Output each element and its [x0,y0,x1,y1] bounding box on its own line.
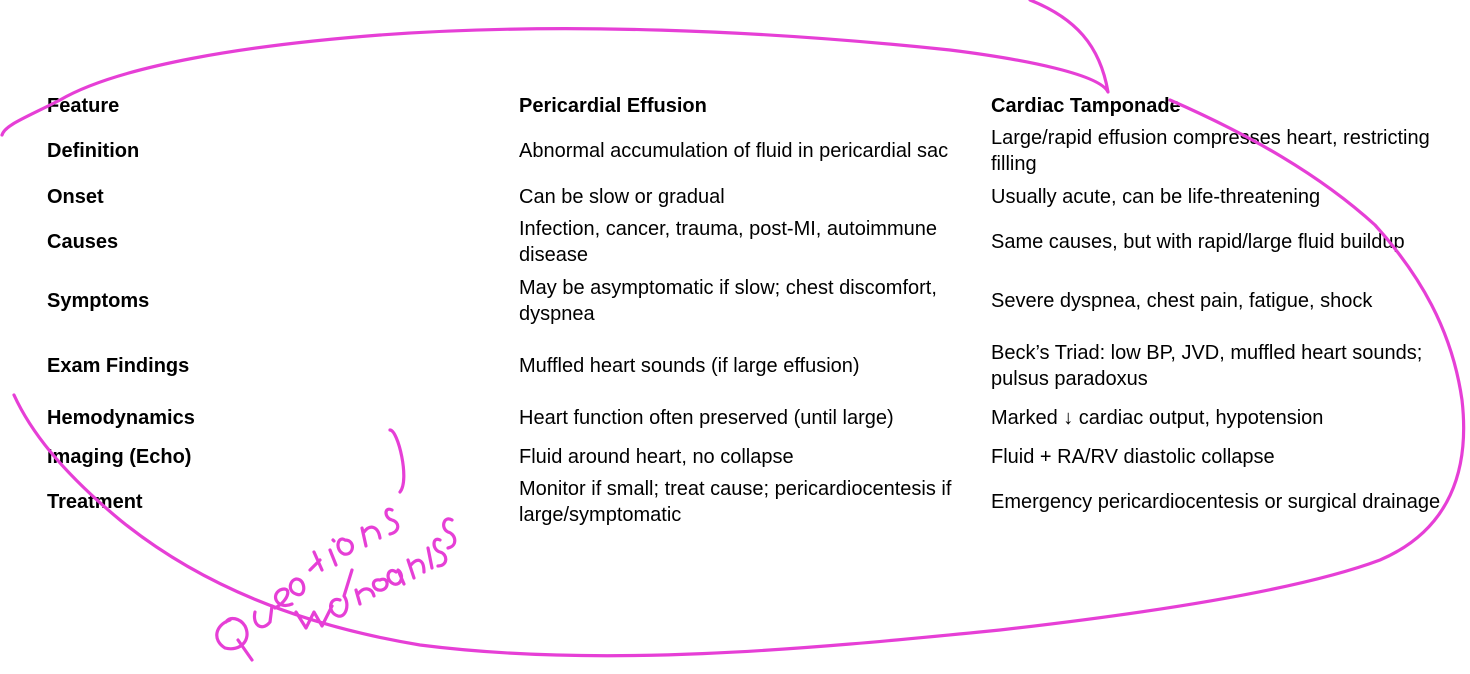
row-feature: Exam Findings [47,354,190,377]
row-feature: Onset [47,185,104,208]
row-feature: Imaging (Echo) [47,445,192,468]
row-feature: Definition [47,140,140,162]
table-row: Causes Infection, cancer, trauma, post-M… [38,216,1452,268]
row-feature: Symptoms [47,289,150,312]
handwriting-wdreams-stroke [294,517,457,630]
row-tamponade: Severe dyspnea, chest pain, fatigue, sho… [991,289,1373,312]
table-row: Hemodynamics Heart function often preser… [38,398,1452,437]
row-tamponade: Same causes, but with rapid/large fluid … [991,231,1405,253]
row-effusion: Can be slow or gradual [519,185,725,208]
row-tamponade: Large/rapid effusion compresses heart, r… [991,127,1430,175]
row-effusion: Muffled heart sounds (if large effusion) [519,354,860,377]
row-tamponade: Marked ↓ cardiac output, hypotension [991,406,1324,429]
row-tamponade: Beck’s Triad: low BP, JVD, muffled heart… [991,341,1423,390]
row-effusion: May be asymptomatic if slow; chest disco… [519,276,937,325]
table-header-row: Feature Pericardial Effusion Cardiac Tam… [38,86,1452,125]
table-row: Treatment Monitor if small; treat cause;… [38,476,1452,528]
row-tamponade: Usually acute, can be life-threatening [991,185,1321,208]
table-row: Exam Findings Muffled heart sounds (if l… [38,333,1452,398]
row-feature: Hemodynamics [47,406,195,429]
table-row: Definition Abnormal accumulation of flui… [38,125,1452,177]
row-effusion: Heart function often preserved (until la… [519,406,894,429]
header-effusion: Pericardial Effusion [519,94,707,117]
row-effusion: Abnormal accumulation of fluid in perica… [519,140,949,162]
table-row: Symptoms May be asymptomatic if slow; ch… [38,268,1452,333]
comparison-table: Feature Pericardial Effusion Cardiac Tam… [38,86,1452,528]
row-tamponade: Fluid + RA/RV diastolic collapse [991,445,1275,468]
row-tamponade: Emergency pericardiocentesis or surgical… [991,491,1441,513]
row-effusion: Fluid around heart, no collapse [519,445,794,468]
row-feature: Causes [47,231,119,253]
header-tamponade: Cardiac Tamponade [991,94,1181,117]
table-row: Onset Can be slow or gradual Usually acu… [38,177,1452,216]
header-feature: Feature [47,94,120,117]
table-row: Imaging (Echo) Fluid around heart, no co… [38,437,1452,476]
row-effusion: Infection, cancer, trauma, post-MI, auto… [519,218,937,266]
row-effusion: Monitor if small; treat cause; pericardi… [519,478,952,526]
row-feature: Treatment [47,491,143,513]
